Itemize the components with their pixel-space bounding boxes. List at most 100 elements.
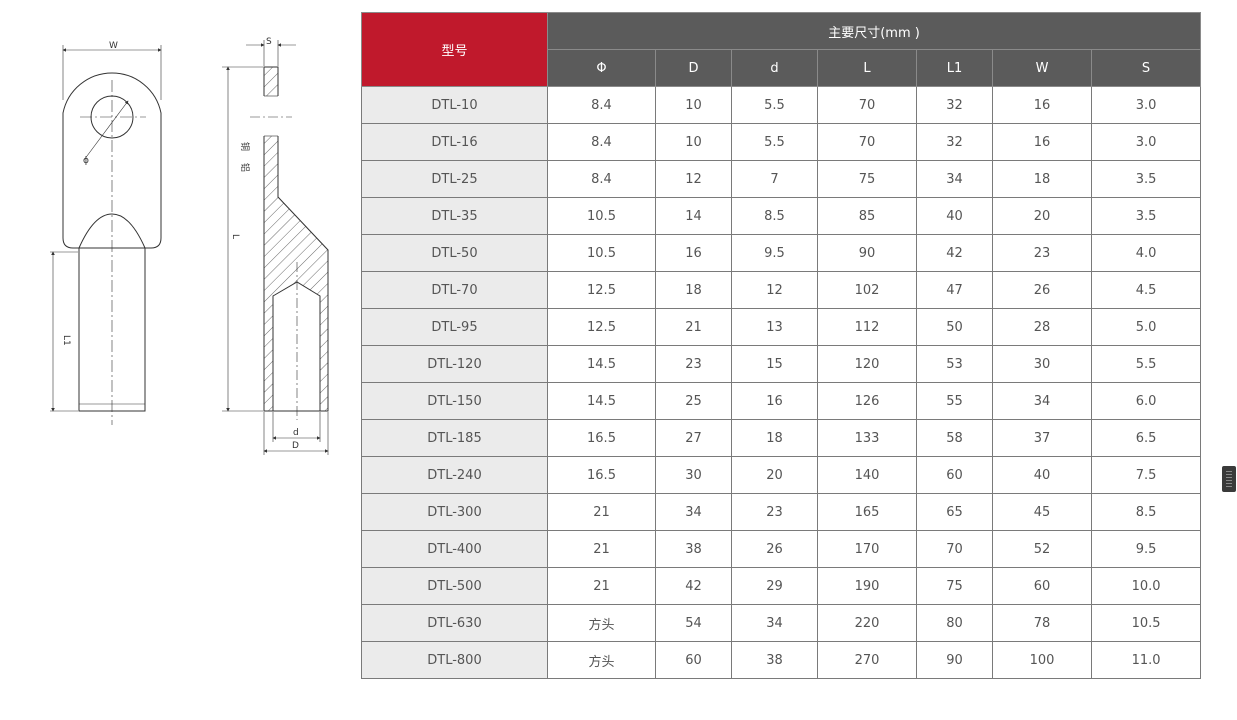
value-cell-l: 112 xyxy=(817,308,917,346)
value-cell-phi: 12.5 xyxy=(547,271,656,309)
value-cell-d-outer: 18 xyxy=(655,271,732,309)
value-cell-w: 40 xyxy=(992,456,1092,494)
value-cell-s: 10.0 xyxy=(1090,567,1202,605)
value-cell-d-inner: 8.5 xyxy=(731,197,818,235)
value-cell-d-inner: 9.5 xyxy=(731,234,818,272)
value-cell-d-outer: 12 xyxy=(655,160,732,198)
value-cell-l: 270 xyxy=(817,641,917,679)
value-cell-d-inner: 23 xyxy=(731,493,818,531)
dimension-label-phi: ϕ xyxy=(83,156,89,166)
value-cell-d-outer: 25 xyxy=(655,382,732,420)
value-cell-l: 75 xyxy=(817,160,917,198)
value-cell-l: 133 xyxy=(817,419,917,457)
value-cell-l1: 42 xyxy=(916,234,993,272)
value-cell-d-outer: 42 xyxy=(655,567,732,605)
value-cell-s: 10.5 xyxy=(1090,604,1202,642)
value-cell-d-inner: 13 xyxy=(731,308,818,346)
dimension-label-w: W xyxy=(109,41,118,51)
value-cell-d-inner: 34 xyxy=(731,604,818,642)
value-cell-d-outer: 27 xyxy=(655,419,732,457)
value-cell-w: 20 xyxy=(992,197,1092,235)
column-header-phi: Φ xyxy=(547,49,656,87)
value-cell-w: 16 xyxy=(992,86,1092,124)
value-cell-phi: 21 xyxy=(547,493,656,531)
value-cell-w: 37 xyxy=(992,419,1092,457)
value-cell-phi: 方头 xyxy=(547,641,656,679)
value-cell-l1: 90 xyxy=(916,641,993,679)
column-header-s: S xyxy=(1090,49,1202,87)
value-cell-phi: 16.5 xyxy=(547,419,656,457)
value-cell-s: 3.0 xyxy=(1090,86,1202,124)
value-cell-w: 26 xyxy=(992,271,1092,309)
value-cell-w: 30 xyxy=(992,345,1092,383)
value-cell-l1: 32 xyxy=(916,86,993,124)
value-cell-d-inner: 16 xyxy=(731,382,818,420)
value-cell-l: 85 xyxy=(817,197,917,235)
value-cell-s: 4.5 xyxy=(1090,271,1202,309)
model-cell: DTL-400 xyxy=(361,530,548,568)
lug-tongue-outline xyxy=(62,72,162,249)
value-cell-l1: 50 xyxy=(916,308,993,346)
value-cell-phi: 21 xyxy=(547,530,656,568)
value-cell-l: 102 xyxy=(817,271,917,309)
value-cell-phi: 10.5 xyxy=(547,197,656,235)
value-cell-l1: 55 xyxy=(916,382,993,420)
column-header-l: L xyxy=(817,49,917,87)
material-label-aluminum: 铝 xyxy=(239,163,251,172)
value-cell-d-outer: 10 xyxy=(655,86,732,124)
material-label-copper: 铜 xyxy=(239,142,251,151)
value-cell-d-inner: 7 xyxy=(731,160,818,198)
model-cell: DTL-630 xyxy=(361,604,548,642)
model-cell: DTL-25 xyxy=(361,160,548,198)
value-cell-l1: 34 xyxy=(916,160,993,198)
value-cell-s: 9.5 xyxy=(1090,530,1202,568)
lug-bore xyxy=(272,281,321,412)
model-cell: DTL-240 xyxy=(361,456,548,494)
value-cell-d-inner: 38 xyxy=(731,641,818,679)
dimension-label-l1: L1 xyxy=(61,335,71,346)
value-cell-s: 7.5 xyxy=(1090,456,1202,494)
value-cell-phi: 21 xyxy=(547,567,656,605)
value-cell-d-inner: 15 xyxy=(731,345,818,383)
model-cell: DTL-50 xyxy=(361,234,548,272)
value-cell-l1: 60 xyxy=(916,456,993,494)
value-cell-s: 4.0 xyxy=(1090,234,1202,272)
value-cell-phi: 14.5 xyxy=(547,382,656,420)
dimension-label-d-small: d xyxy=(293,428,299,438)
value-cell-l: 220 xyxy=(817,604,917,642)
value-cell-d-outer: 38 xyxy=(655,530,732,568)
value-cell-w: 18 xyxy=(992,160,1092,198)
value-cell-w: 52 xyxy=(992,530,1092,568)
model-cell: DTL-800 xyxy=(361,641,548,679)
value-cell-d-outer: 10 xyxy=(655,123,732,161)
value-cell-l1: 40 xyxy=(916,197,993,235)
value-cell-l: 190 xyxy=(817,567,917,605)
value-cell-s: 6.0 xyxy=(1090,382,1202,420)
scrollbar-thumb[interactable] xyxy=(1222,466,1236,492)
main-dimensions-header: 主要尺寸(mm ) xyxy=(546,12,1202,50)
value-cell-d-outer: 14 xyxy=(655,197,732,235)
value-cell-l1: 80 xyxy=(916,604,993,642)
value-cell-l: 70 xyxy=(817,123,917,161)
dimension-label-s: S xyxy=(266,37,272,47)
value-cell-l1: 58 xyxy=(916,419,993,457)
value-cell-s: 6.5 xyxy=(1090,419,1202,457)
value-cell-l: 90 xyxy=(817,234,917,272)
value-cell-w: 34 xyxy=(992,382,1092,420)
value-cell-s: 3.0 xyxy=(1090,123,1202,161)
value-cell-d-outer: 30 xyxy=(655,456,732,494)
column-header-d-outer: D xyxy=(655,49,732,87)
